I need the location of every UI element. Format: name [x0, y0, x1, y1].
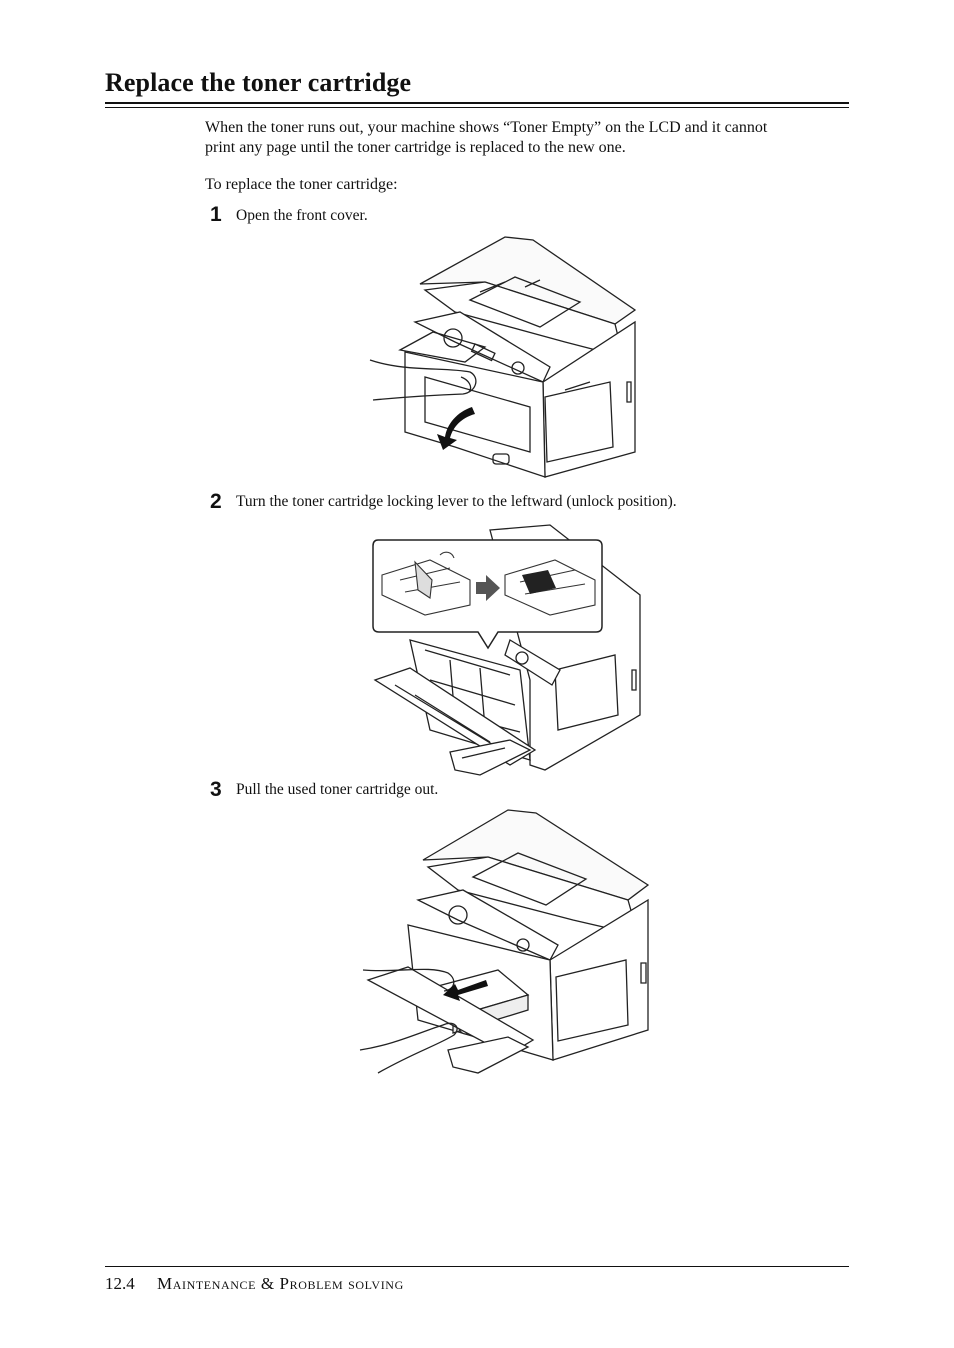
- step-3-number: 3: [210, 778, 222, 801]
- figure-unlock-lever: [372, 524, 641, 776]
- footer-page-number: 12.4: [105, 1274, 135, 1293]
- lead-in-text: To replace the toner cartridge:: [205, 176, 398, 193]
- page-title: Replace the toner cartridge: [105, 68, 412, 97]
- page-footer: 12.4 Maintenance & Problem solving: [105, 1274, 404, 1294]
- step-1-text: Open the front cover.: [236, 207, 368, 224]
- footer-rule: [105, 1266, 849, 1267]
- figure-open-front-cover: [369, 236, 637, 478]
- intro-line-1: When the toner runs out, your machine sh…: [205, 119, 768, 136]
- step-2-text: Turn the toner cartridge locking lever t…: [236, 493, 677, 510]
- figure-pull-cartridge: [359, 809, 650, 1074]
- title-rule-thin: [105, 107, 849, 108]
- step-1-number: 1: [210, 203, 222, 226]
- step-2-number: 2: [210, 490, 222, 513]
- footer-section-title: Maintenance & Problem solving: [157, 1274, 404, 1293]
- intro-line-2: print any page until the toner cartridge…: [205, 139, 626, 156]
- title-rule-thick: [105, 102, 849, 104]
- intro-paragraph: When the toner runs out, your machine sh…: [205, 118, 855, 158]
- step-3-text: Pull the used toner cartridge out.: [236, 781, 439, 798]
